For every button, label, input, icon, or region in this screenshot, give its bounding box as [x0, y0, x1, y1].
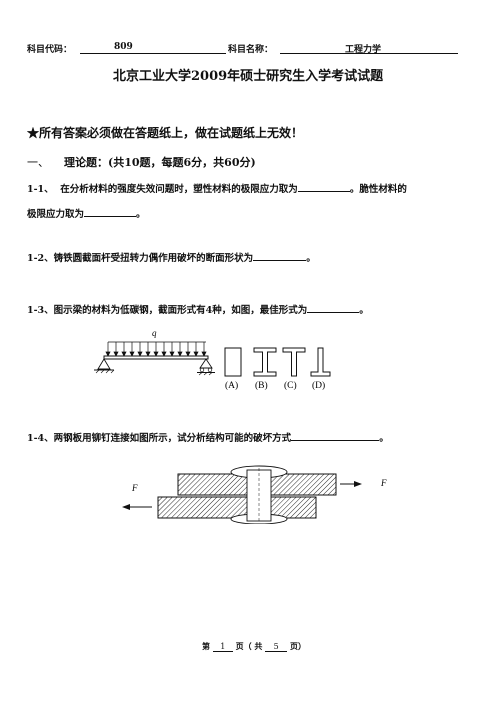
question-number: 1-2、 [27, 253, 54, 264]
code-underline [80, 53, 226, 54]
section-title: 理论题：(共10题，每题6分，共60分) [64, 156, 256, 169]
subject-code-label: 科目代码： [27, 45, 73, 55]
force-arrow-right [340, 481, 362, 487]
answer-blank [84, 206, 137, 217]
answer-blank [307, 302, 360, 313]
question-number: 1-4、 [27, 433, 54, 444]
section-a-rectangle [224, 347, 242, 377]
bottom-steel-plate [157, 496, 317, 519]
section-d-inverted-t [310, 347, 331, 377]
section-label-c: (C) [284, 380, 297, 391]
question-number: 1-1、 [27, 184, 54, 195]
exam-title: 北京工业大学2009年硕士研究生入学考试试题 [113, 69, 384, 84]
footer-prefix: 第 [202, 641, 210, 651]
answer-notice: ★所有答案必须做在答题纸上，做在试题纸上无效！ [27, 126, 304, 140]
subject-code-value: 809 [114, 42, 133, 52]
question-text: 两钢板用铆钉连接如图所示，试分析结构可能的破坏方式 [53, 433, 292, 444]
footer-total-pages: 5 [265, 642, 288, 652]
question-text: 极限应力取为 [27, 209, 85, 220]
roller-support [197, 358, 215, 376]
footer-middle: 页（ 共 [235, 641, 263, 651]
answer-blank [291, 430, 380, 441]
question-text-tail: 。 [379, 433, 389, 444]
section-label-a: (A) [225, 380, 238, 391]
force-arrow-left [122, 504, 152, 510]
name-underline [280, 53, 458, 54]
question-text-tail: 。 [306, 253, 316, 264]
section-c-t-shape [282, 347, 306, 377]
question-1-1: 1-1、 在分析材料的强度失效问题时，塑性材料的极限应力取为 。脆性材料的 [27, 181, 407, 195]
section-b-i-beam [253, 347, 277, 377]
answer-blank [253, 250, 307, 261]
subject-name-value: 工程力学 [345, 45, 382, 55]
section-label-b: (B) [255, 380, 268, 391]
page-footer: 第 1 页（ 共 5 页） [202, 641, 306, 652]
section-label-d: (D) [312, 380, 325, 391]
beam [103, 355, 209, 360]
beam-figure: q (A) (B) (C) (D) [94, 328, 331, 391]
pin-support [94, 358, 115, 374]
force-label-right: F [380, 478, 387, 488]
rivet-joint-figure: F F [122, 465, 387, 524]
question-number: 1-3、 [27, 305, 54, 316]
question-text: 图示梁的材料为低碳钢，截面形式有4种，如图，最佳形式为 [53, 305, 308, 316]
load-label-q: q [152, 328, 157, 338]
answer-blank [297, 181, 350, 192]
question-1-3: 1-3、图示梁的材料为低碳钢，截面形式有4种，如图，最佳形式为 。 [27, 302, 369, 316]
footer-suffix: 页） [289, 641, 306, 651]
subject-name-label: 科目名称： [228, 45, 274, 55]
question-text: 铸铁圆截面杆受扭转力偶作用破坏的断面形状为 [53, 253, 254, 264]
question-1-4: 1-4、两钢板用铆钉连接如图所示，试分析结构可能的破坏方式 。 [27, 430, 389, 444]
distributed-load-arrows [105, 342, 207, 357]
question-text: 在分析材料的强度失效问题时，塑性材料的极限应力取为 [60, 184, 298, 195]
question-text-tail: 。脆性材料的 [349, 184, 407, 195]
question-text-tail: 。 [359, 305, 369, 316]
footer-page-number: 1 [212, 642, 233, 652]
question-text-tail: 。 [136, 209, 146, 220]
force-label-left: F [131, 483, 138, 493]
question-1-2: 1-2、铸铁圆截面杆受扭转力偶作用破坏的断面形状为 。 [27, 250, 316, 264]
question-1-1-line2: 极限应力取为 。 [27, 206, 146, 220]
section-number: 一、 [27, 156, 49, 169]
